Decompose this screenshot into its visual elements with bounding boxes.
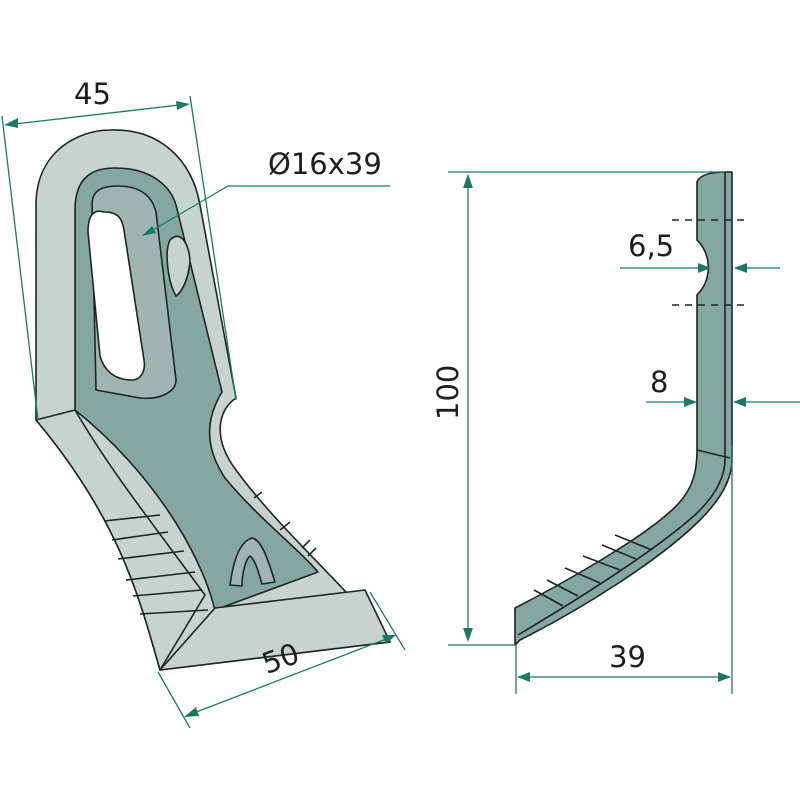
dimension-notch-thickness: 6,5: [620, 229, 780, 273]
label-thickness: 8: [650, 365, 668, 399]
label-depth: 39: [609, 640, 646, 674]
label-height: 100: [431, 365, 465, 420]
label-width-top: 45: [74, 77, 111, 111]
dimension-depth: 39: [515, 445, 733, 694]
front-view-blade: [35, 129, 391, 671]
label-hole: Ø16x39: [268, 147, 382, 181]
dimension-hole: Ø16x39: [142, 147, 390, 236]
dimension-width-top: 45: [1, 77, 237, 421]
dimension-height: 100: [431, 171, 724, 646]
label-notch-thickness: 6,5: [628, 229, 674, 263]
dimension-thickness: 8: [646, 365, 800, 407]
